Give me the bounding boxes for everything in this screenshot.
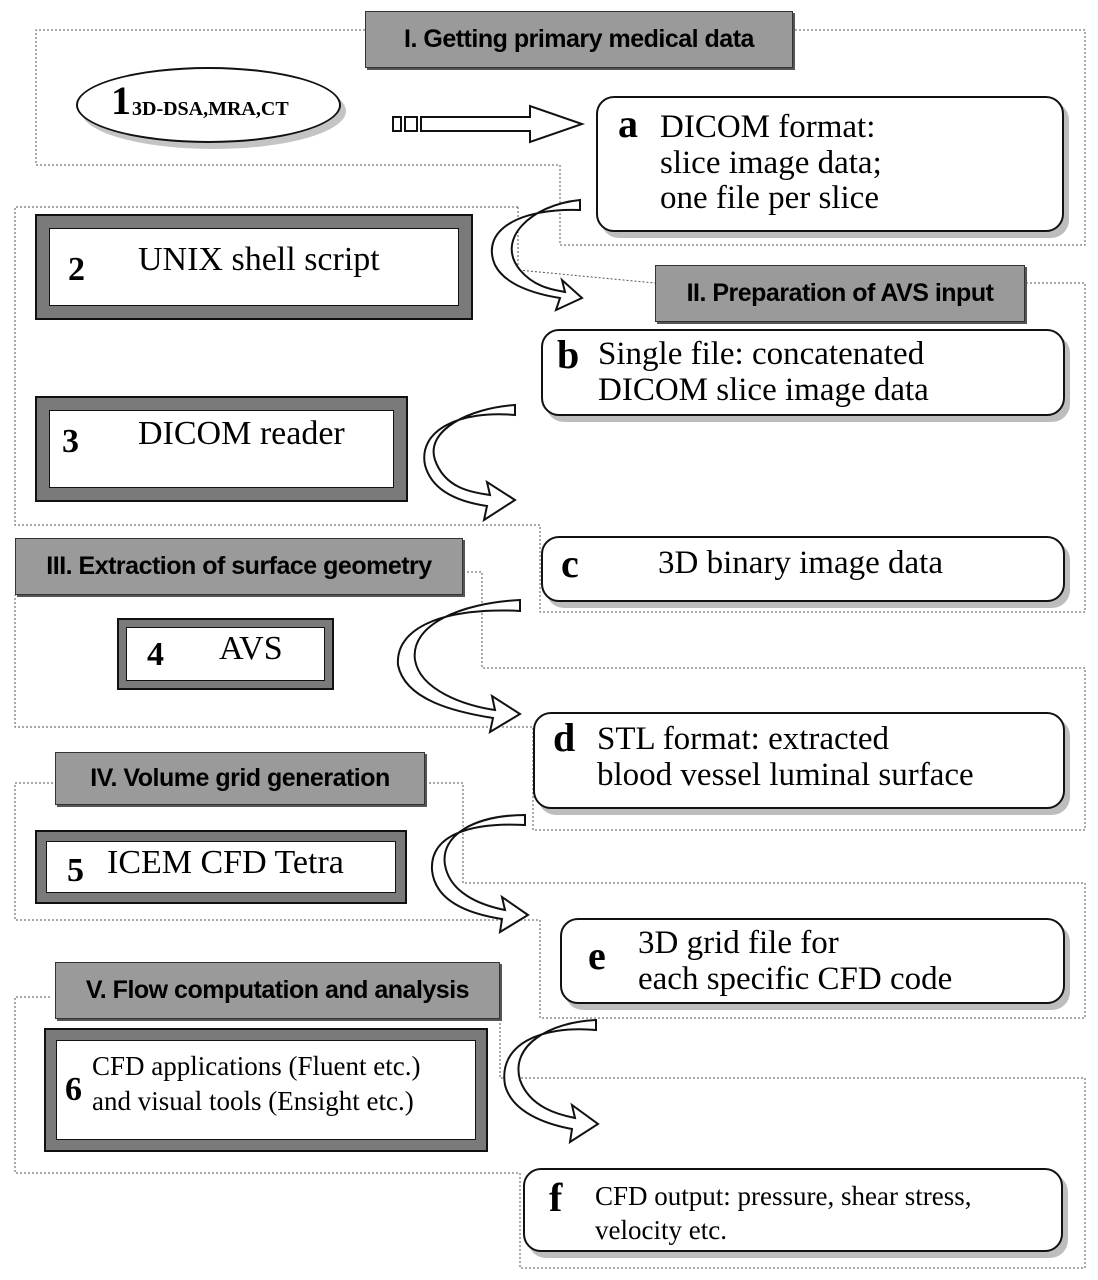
step-6-box: 6 CFD applications (Fluent etc.) and vis… bbox=[44, 1028, 488, 1152]
output-f-line1: CFD output: pressure, shear stress, bbox=[595, 1181, 972, 1211]
step-5-label: ICEM CFD Tetra bbox=[107, 844, 344, 881]
section-2-region bbox=[14, 206, 1086, 613]
output-f-line2: velocity etc. bbox=[595, 1214, 727, 1245]
step-2-box: 2 UNIX shell script bbox=[35, 214, 473, 320]
step-4-number: 4 bbox=[147, 636, 164, 673]
step-3-number: 3 bbox=[62, 423, 79, 460]
section-5-region bbox=[14, 996, 1086, 1269]
output-a-box: a DICOM format: slice image data; one fi… bbox=[596, 96, 1064, 232]
output-e-line1: 3D grid file for bbox=[638, 925, 839, 961]
output-d-box: d STL format: extracted blood vessel lum… bbox=[533, 712, 1065, 809]
output-e-line2: each specific CFD code bbox=[638, 960, 953, 997]
output-a-line3: one file per slice bbox=[660, 180, 879, 217]
output-b-line2: DICOM slice image data bbox=[598, 371, 929, 408]
arrow-1-to-a bbox=[392, 104, 586, 144]
arrow-b-to-c bbox=[423, 403, 517, 523]
output-c-box: c 3D binary image data bbox=[541, 536, 1065, 602]
section-4-region bbox=[14, 782, 1086, 1019]
section-header-flow-computation: V. Flow computation and analysis bbox=[55, 962, 500, 1019]
output-b-letter: b bbox=[557, 332, 580, 377]
output-a-line2: slice image data; bbox=[660, 144, 882, 181]
step-2-number: 2 bbox=[68, 251, 85, 288]
step-1-number: 1 bbox=[111, 78, 131, 123]
step-6-label-line2: and visual tools (Ensight etc.) bbox=[92, 1086, 414, 1116]
arrow-c-to-d bbox=[396, 598, 522, 735]
step-5-box: 5 ICEM CFD Tetra bbox=[35, 830, 407, 904]
output-c-line1: 3D binary image data bbox=[658, 545, 943, 581]
section-3-region bbox=[14, 571, 1086, 831]
section-header-surface-geometry: III. Extraction of surface geometry bbox=[15, 538, 463, 595]
arrow-e-to-f bbox=[503, 1018, 600, 1145]
step-1-label: 3D-DSA,MRA,CT bbox=[132, 98, 289, 120]
step-1-ellipse: 1 3D-DSA,MRA,CT bbox=[76, 67, 341, 143]
output-c-letter: c bbox=[561, 541, 579, 586]
section-header-avs-input: II. Preparation of AVS input bbox=[655, 265, 1025, 322]
output-e-letter: e bbox=[588, 933, 606, 978]
step-2-label: UNIX shell script bbox=[138, 241, 380, 278]
step-3-box: 3 DICOM reader bbox=[35, 396, 408, 502]
output-a-line1: DICOM format: bbox=[660, 109, 876, 145]
output-a-letter: a bbox=[618, 101, 638, 146]
arrow-a-to-b bbox=[490, 198, 584, 312]
step-6-label-line1: CFD applications (Fluent etc.) bbox=[92, 1051, 421, 1081]
output-d-letter: d bbox=[553, 715, 576, 760]
section-header-volume-grid: IV. Volume grid generation bbox=[55, 752, 425, 805]
output-b-box: b Single file: concatenated DICOM slice … bbox=[541, 329, 1065, 416]
output-e-box: e 3D grid file for each specific CFD cod… bbox=[560, 918, 1065, 1004]
output-d-line2: blood vessel luminal surface bbox=[597, 756, 974, 793]
arrow-d-to-e bbox=[430, 813, 530, 934]
output-b-line1: Single file: concatenated bbox=[598, 336, 925, 372]
step-6-number: 6 bbox=[65, 1071, 82, 1108]
step-4-label: AVS bbox=[219, 630, 283, 667]
output-f-letter: f bbox=[549, 1175, 563, 1220]
step-5-number: 5 bbox=[67, 852, 84, 889]
output-f-box: f CFD output: pressure, shear stress, ve… bbox=[523, 1168, 1063, 1252]
section-header-getting-data: I. Getting primary medical data bbox=[365, 11, 793, 68]
output-d-line1: STL format: extracted bbox=[597, 721, 889, 757]
step-4-box: 4 AVS bbox=[117, 618, 334, 690]
step-3-label: DICOM reader bbox=[138, 415, 345, 452]
